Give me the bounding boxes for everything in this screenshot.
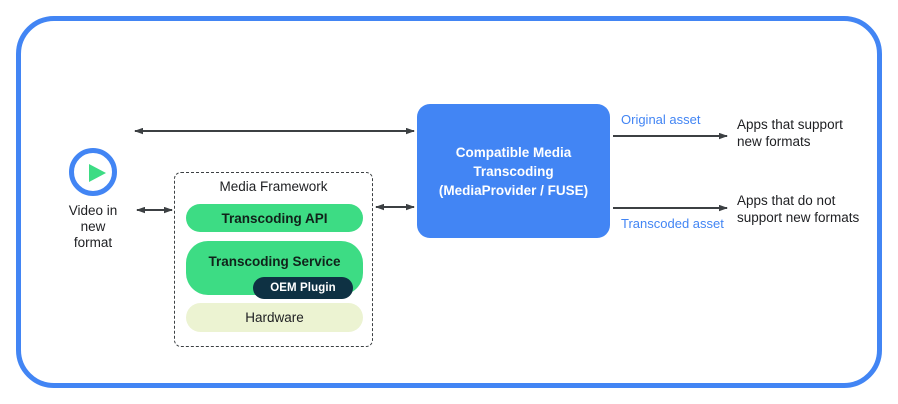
label-apps-that-support: Apps that support new formats (737, 117, 843, 149)
play-circle-icon (69, 148, 117, 196)
layer-transcoding-api[interactable]: Transcoding API (186, 204, 363, 232)
media-framework-title: Media Framework (219, 179, 328, 194)
video-source-group: Video in new format (52, 148, 134, 251)
play-triangle-icon (89, 164, 106, 182)
label-transcoded-asset: Transcoded asset (621, 216, 724, 231)
oem-plugin-badge[interactable]: OEM Plugin (253, 277, 353, 299)
layer-hardware[interactable]: Hardware (186, 303, 363, 332)
label-apps-that-do-not-support: Apps that do not support new formats (737, 193, 860, 225)
media-framework-box: Media Framework Transcoding API Transcod… (174, 172, 373, 347)
video-source-caption: Video in new format (68, 203, 118, 250)
label-original-asset: Original asset (621, 112, 701, 127)
compatible-media-transcoding-box[interactable]: Compatible Media Transcoding (MediaProvi… (417, 104, 610, 238)
